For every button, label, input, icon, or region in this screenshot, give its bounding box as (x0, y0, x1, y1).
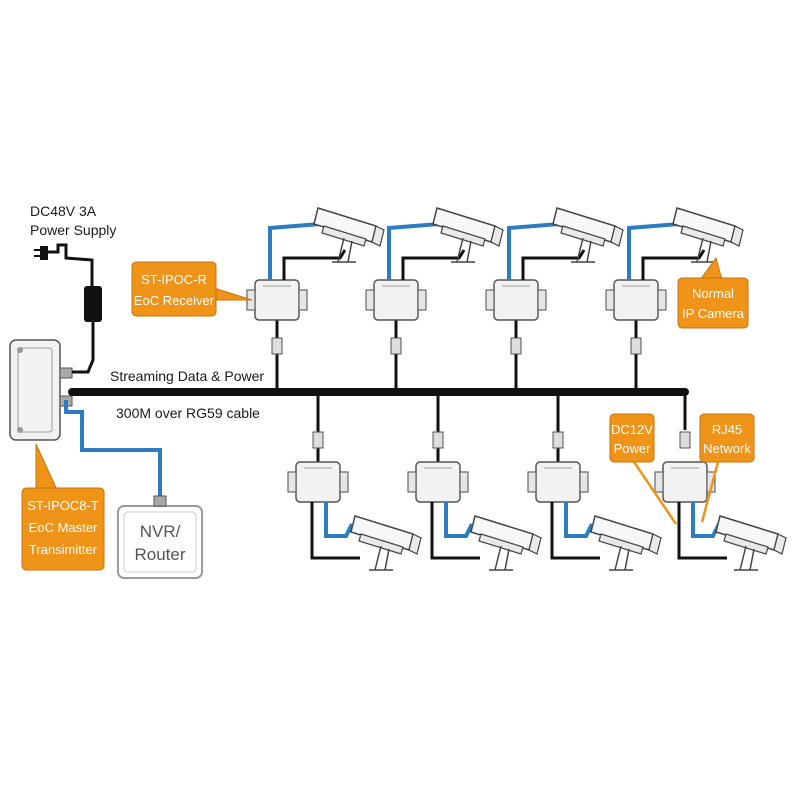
camera-callout-label-2: IP Camera (682, 306, 745, 321)
bottom-unit-3 (527, 392, 662, 571)
top-unit-2 (365, 207, 504, 392)
dc12v-callout (609, 413, 678, 525)
nvr-router (117, 495, 203, 579)
transmitter-callout-label-3: Transimitter (29, 542, 98, 557)
nvr-label-1: NVR/ (140, 522, 181, 541)
receiver-callout-label-1: ST-IPOC-R (141, 272, 207, 287)
receiver-callout (131, 261, 253, 317)
rj45-callout (699, 413, 755, 523)
bottom-unit-2 (407, 392, 542, 571)
bus-label-top: Streaming Data & Power (110, 368, 264, 384)
power-supply-label-2: Power Supply (30, 222, 116, 238)
bottom-unit-4 (654, 431, 787, 571)
top-unit-1 (246, 207, 385, 392)
dc12v-callout-label-1: DC12V (611, 422, 653, 437)
bottom-unit-1 (287, 392, 422, 571)
nvr-label-2: Router (134, 545, 185, 564)
camera-callout-label-1: Normal (692, 286, 734, 301)
bus-label-bottom: 300M over RG59 cable (116, 405, 260, 421)
rj45-callout-label-2: Network (703, 441, 751, 456)
power-supply-label-1: DC48V 3A (30, 203, 97, 219)
transmitter-callout-label-2: EoC Master (29, 520, 98, 535)
transmitter-callout (21, 443, 105, 571)
eoc-master-transmitter (9, 339, 73, 441)
receiver-callout-label-2: EoC Receiver (134, 293, 215, 308)
rj45-callout-label-1: RJ45 (712, 422, 742, 437)
camera-callout (677, 256, 749, 329)
network-cable-nvr (64, 400, 162, 500)
top-unit-3 (485, 207, 624, 392)
power-supply-adapter (34, 243, 102, 374)
top-unit-4 (605, 207, 744, 392)
dc12v-callout-label-2: Power (614, 441, 652, 456)
transmitter-callout-label-1: ST-IPOC8-T (27, 498, 99, 513)
